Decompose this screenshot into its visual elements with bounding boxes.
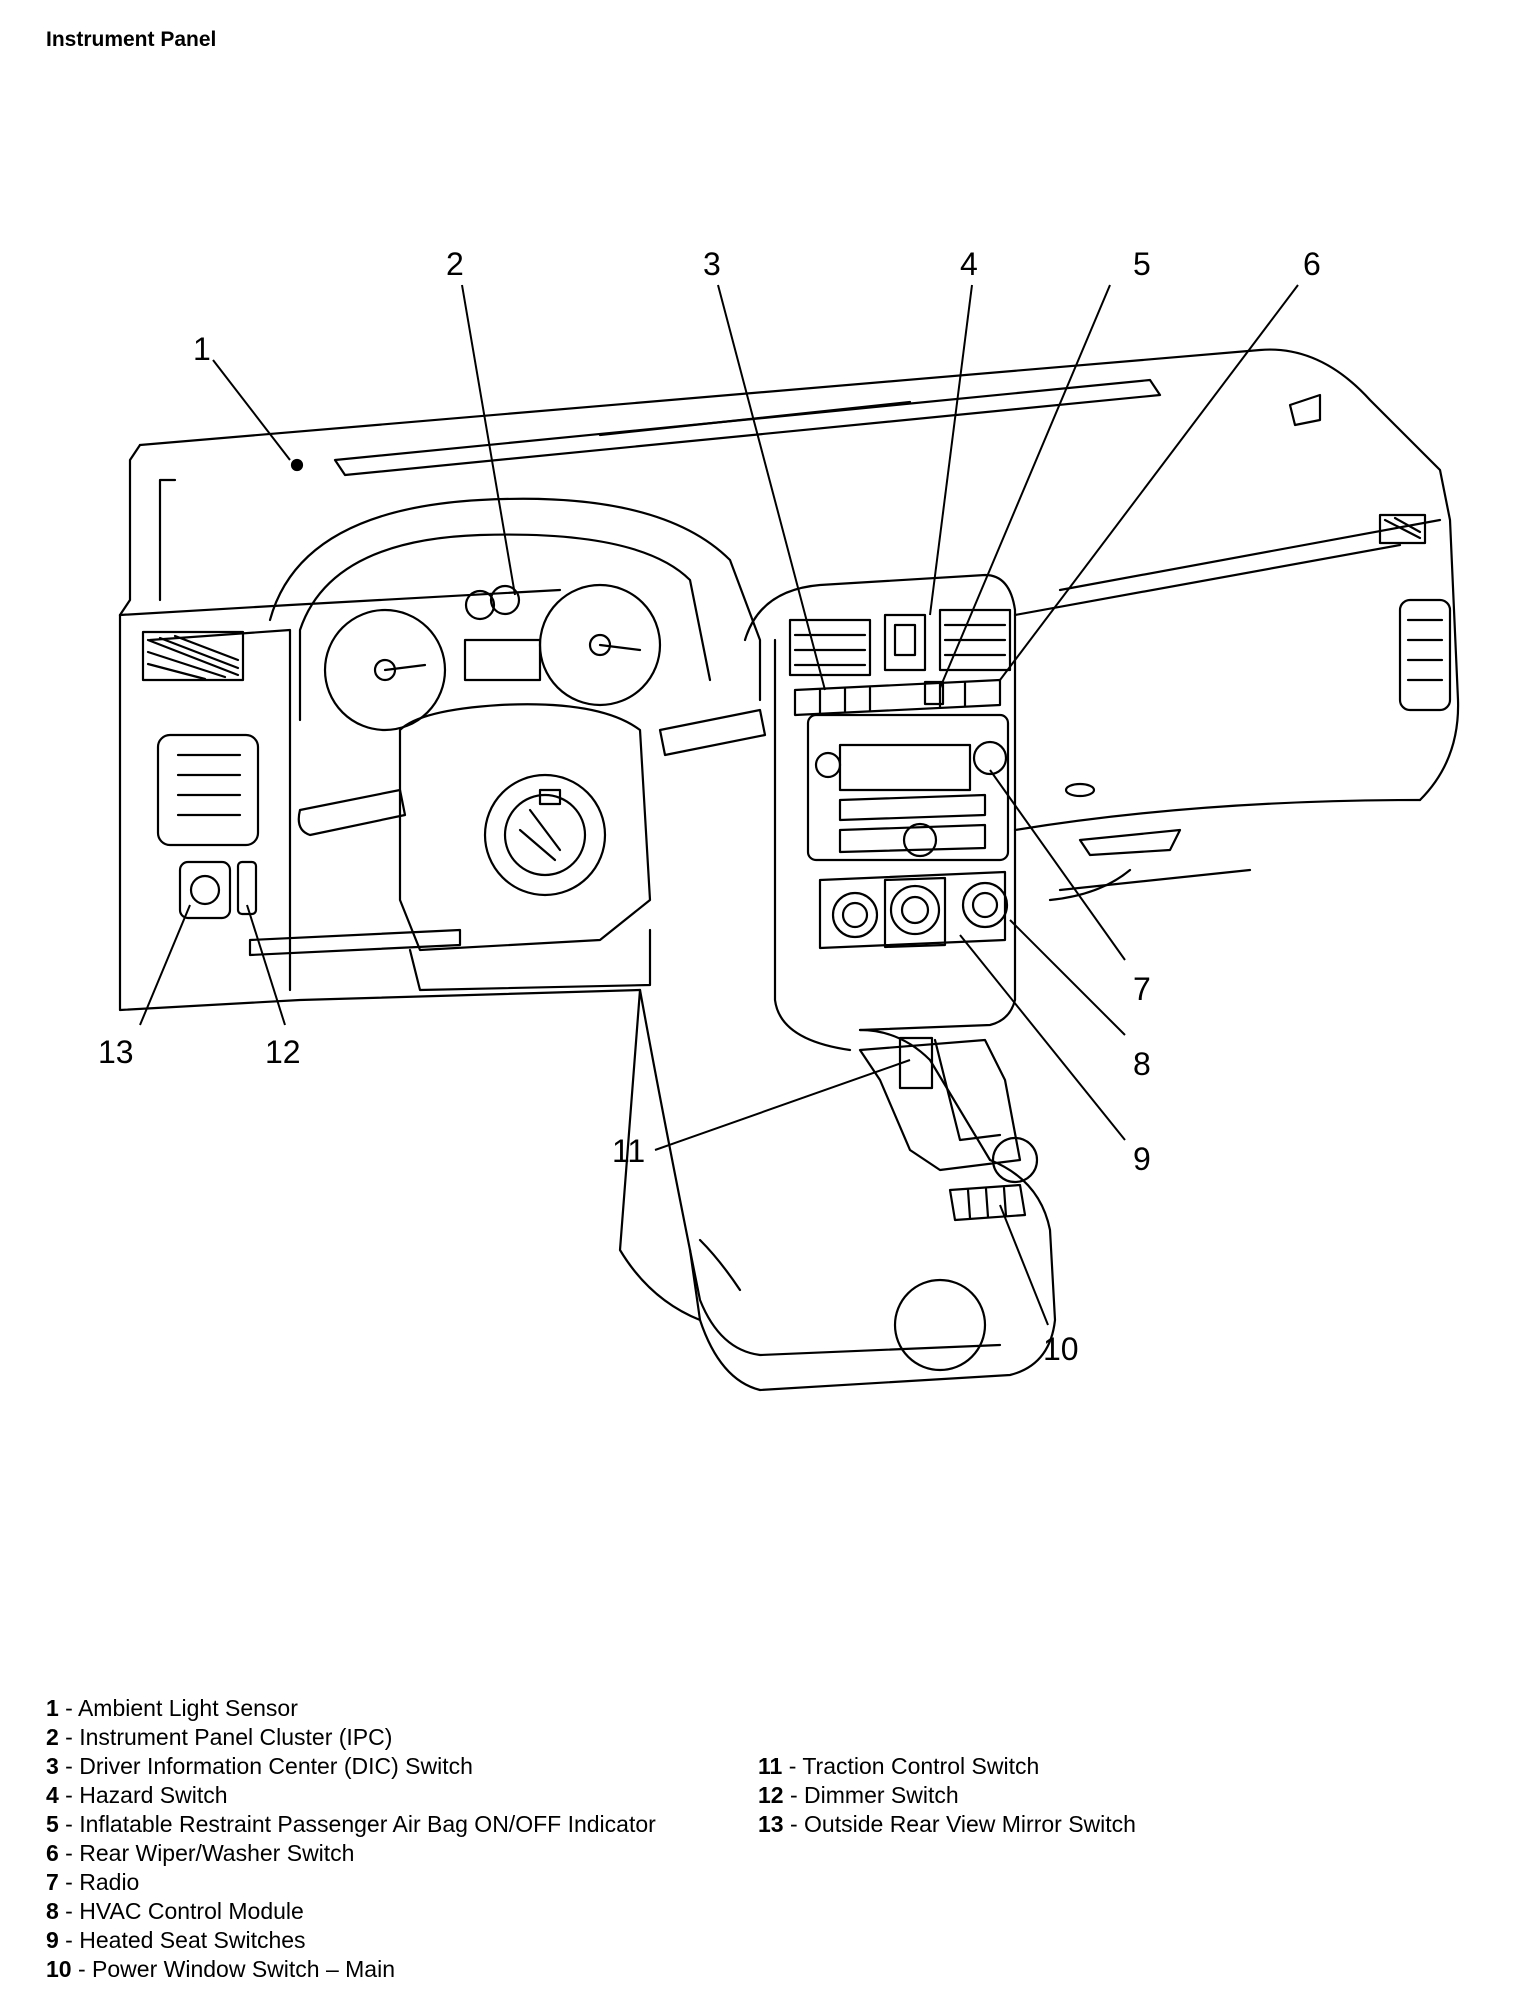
- left-stalk: [297, 788, 407, 837]
- callout-12: 12: [265, 1034, 301, 1070]
- hvac-panel: [818, 870, 1007, 950]
- callout-5: 5: [1133, 246, 1151, 282]
- legend-item: 10 - Power Window Switch – Main: [46, 1956, 395, 1982]
- callout-13: 13: [98, 1034, 134, 1070]
- legend-right: 11 - Traction Control Switch 12 - Dimmer…: [758, 1752, 1136, 1839]
- left-lower-dash: [118, 613, 642, 1012]
- callout-8: 8: [1133, 1046, 1151, 1082]
- dimmer-switch: [236, 860, 258, 916]
- right-side-vent: [1398, 598, 1452, 712]
- center-vent-right: [938, 608, 1012, 672]
- callout-3: 3: [703, 246, 721, 282]
- legend-item: 8 - HVAC Control Module: [46, 1898, 304, 1924]
- speedometer-gauge: [323, 608, 447, 732]
- legend-item: 4 - Hazard Switch: [46, 1782, 228, 1808]
- legend-item: 9 - Heated Seat Switches: [46, 1927, 306, 1953]
- page-title: Instrument Panel: [46, 28, 217, 51]
- dashboard-left-edge: [118, 443, 142, 617]
- legend-item: 3 - Driver Information Center (DIC) Swit…: [46, 1753, 473, 1779]
- legend-item: 13 - Outside Rear View Mirror Switch: [758, 1811, 1136, 1837]
- legend-item: 2 - Instrument Panel Cluster (IPC): [46, 1724, 393, 1750]
- callout-10: 10: [1043, 1331, 1079, 1367]
- power-window-switch: [948, 1183, 1027, 1222]
- callout-11: 11: [612, 1133, 645, 1169]
- right-stalk: [658, 708, 767, 757]
- callout-7: 7: [1133, 971, 1151, 1007]
- radio-body: [806, 713, 1010, 862]
- legend-item: 12 - Dimmer Switch: [758, 1782, 959, 1808]
- center-stack: [743, 573, 1017, 1032]
- legend-item: 6 - Rear Wiper/Washer Switch: [46, 1840, 355, 1866]
- ambient-sensor-dot: [290, 458, 304, 472]
- mirror-switch-bezel: [178, 860, 232, 920]
- legend-item: 11 - Traction Control Switch: [758, 1753, 1040, 1779]
- steering-hub: [483, 773, 607, 897]
- hazard-switch-housing: [883, 613, 927, 672]
- legend-item: 1 - Ambient Light Sensor: [46, 1695, 298, 1721]
- legend-item: 5 - Inflatable Restraint Passenger Air B…: [46, 1811, 656, 1837]
- center-console: [638, 988, 1057, 1392]
- passenger-dash: [1013, 518, 1442, 832]
- dashboard-top-outline: [138, 348, 1460, 802]
- left-upper-vent: [141, 630, 245, 682]
- cluster-hood: [268, 497, 762, 702]
- left-lower-vent: [156, 733, 260, 847]
- callout-2: 2: [446, 246, 464, 282]
- right-corner-vent: [1378, 513, 1427, 545]
- legend-left: 1 - Ambient Light Sensor 2 - Instrument …: [46, 1694, 656, 1984]
- callout-1: 1: [193, 331, 211, 367]
- airbag-indicator: [923, 680, 945, 706]
- steering-column: [398, 703, 652, 952]
- legend-item: 7 - Radio: [46, 1869, 140, 1895]
- shifter-bezel: [858, 1038, 1022, 1172]
- callout-4: 4: [960, 246, 978, 282]
- callout-6: 6: [1303, 246, 1321, 282]
- center-vent-left: [788, 618, 872, 677]
- callout-9: 9: [1133, 1141, 1151, 1177]
- defroster-vent: [333, 378, 1162, 477]
